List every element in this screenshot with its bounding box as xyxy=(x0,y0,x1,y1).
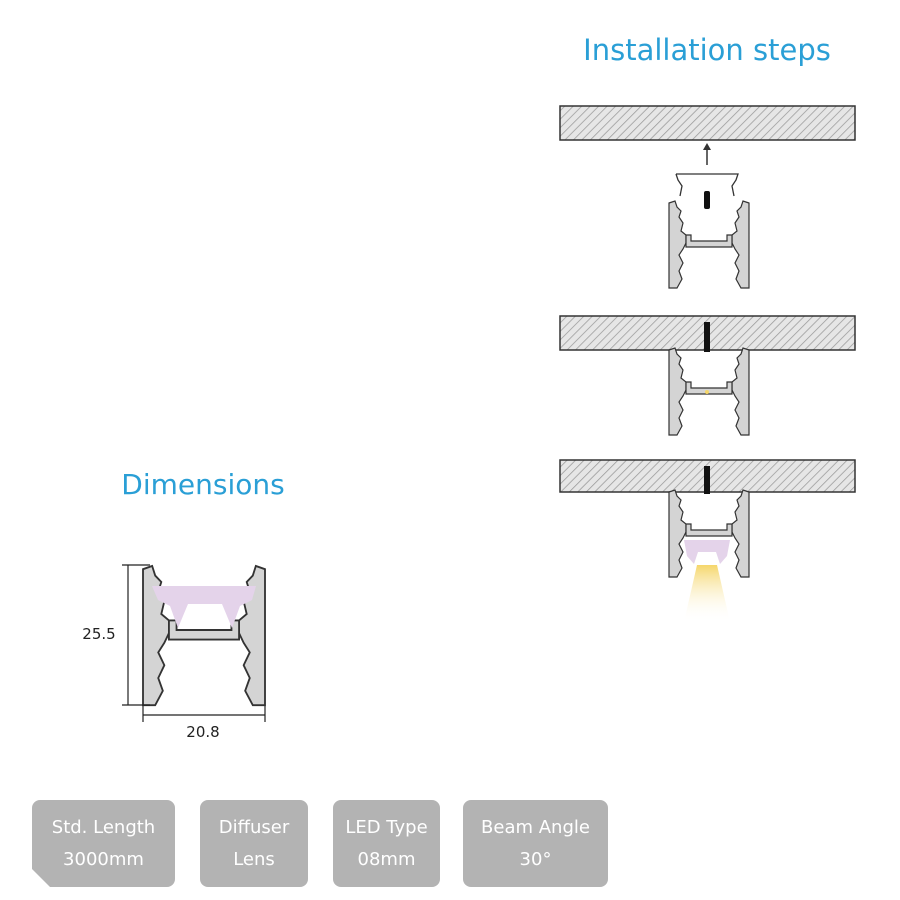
spec-badge-diffuser: Diffuser Lens xyxy=(200,800,308,887)
spec-value: 3000mm xyxy=(63,848,144,870)
spec-badge-length: Std. Length 3000mm xyxy=(32,800,175,887)
diffuser-lens xyxy=(684,540,730,564)
spec-value: 08mm xyxy=(357,848,416,870)
spec-value: 30° xyxy=(519,848,552,870)
dimensions-title: Dimensions xyxy=(121,468,285,501)
installation-step-3 xyxy=(559,459,856,622)
spec-label: Diffuser xyxy=(218,816,290,838)
led-profile xyxy=(669,201,749,288)
screw-icon xyxy=(704,322,710,352)
mounting-clip xyxy=(675,173,739,197)
installation-step-2 xyxy=(559,315,856,435)
dimension-lines xyxy=(122,564,266,722)
installation-steps-title: Installation steps xyxy=(583,33,831,67)
ceiling-slab xyxy=(559,105,856,141)
spec-badge-beam-angle: Beam Angle 30° xyxy=(463,800,608,887)
height-dimension-label: 25.5 xyxy=(82,625,116,643)
screw-icon xyxy=(704,466,710,494)
led-profile xyxy=(669,348,749,435)
spec-badge-led-type: LED Type 08mm xyxy=(333,800,440,887)
width-dimension-label: 20.8 xyxy=(186,723,220,741)
screw-icon xyxy=(704,191,710,209)
spec-label: Beam Angle xyxy=(481,816,590,838)
led-profile xyxy=(669,490,749,577)
spec-label: Std. Length xyxy=(51,816,156,838)
arrow-up-icon xyxy=(703,143,711,165)
spec-value: Lens xyxy=(233,848,275,870)
light-beam xyxy=(684,565,730,622)
spec-label: LED Type xyxy=(345,816,428,838)
installation-step-1 xyxy=(559,105,856,288)
diffuser-lens xyxy=(152,586,256,628)
dimensions-drawing xyxy=(122,564,266,722)
